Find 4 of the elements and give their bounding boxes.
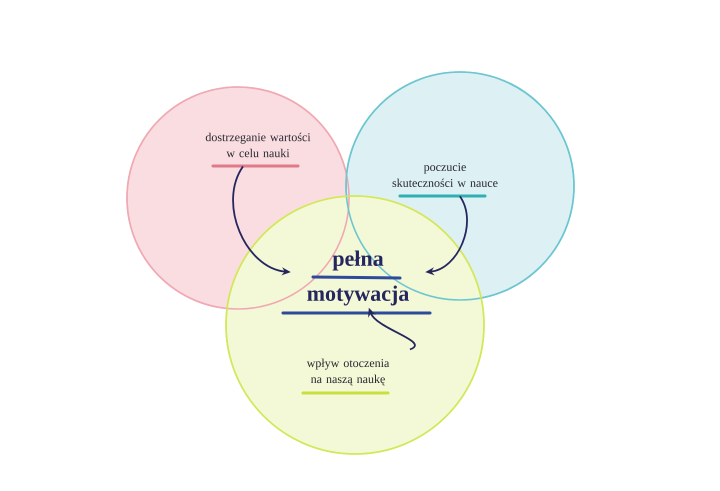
- circle-label: wpływ otoczenia na naszą naukę: [306, 358, 390, 386]
- circle-label: dostrzeganie wartości w celu nauki: [206, 132, 310, 158]
- circle-label: poczucie skuteczności w nauce: [392, 162, 498, 188]
- venn-circle: [225, 195, 485, 455]
